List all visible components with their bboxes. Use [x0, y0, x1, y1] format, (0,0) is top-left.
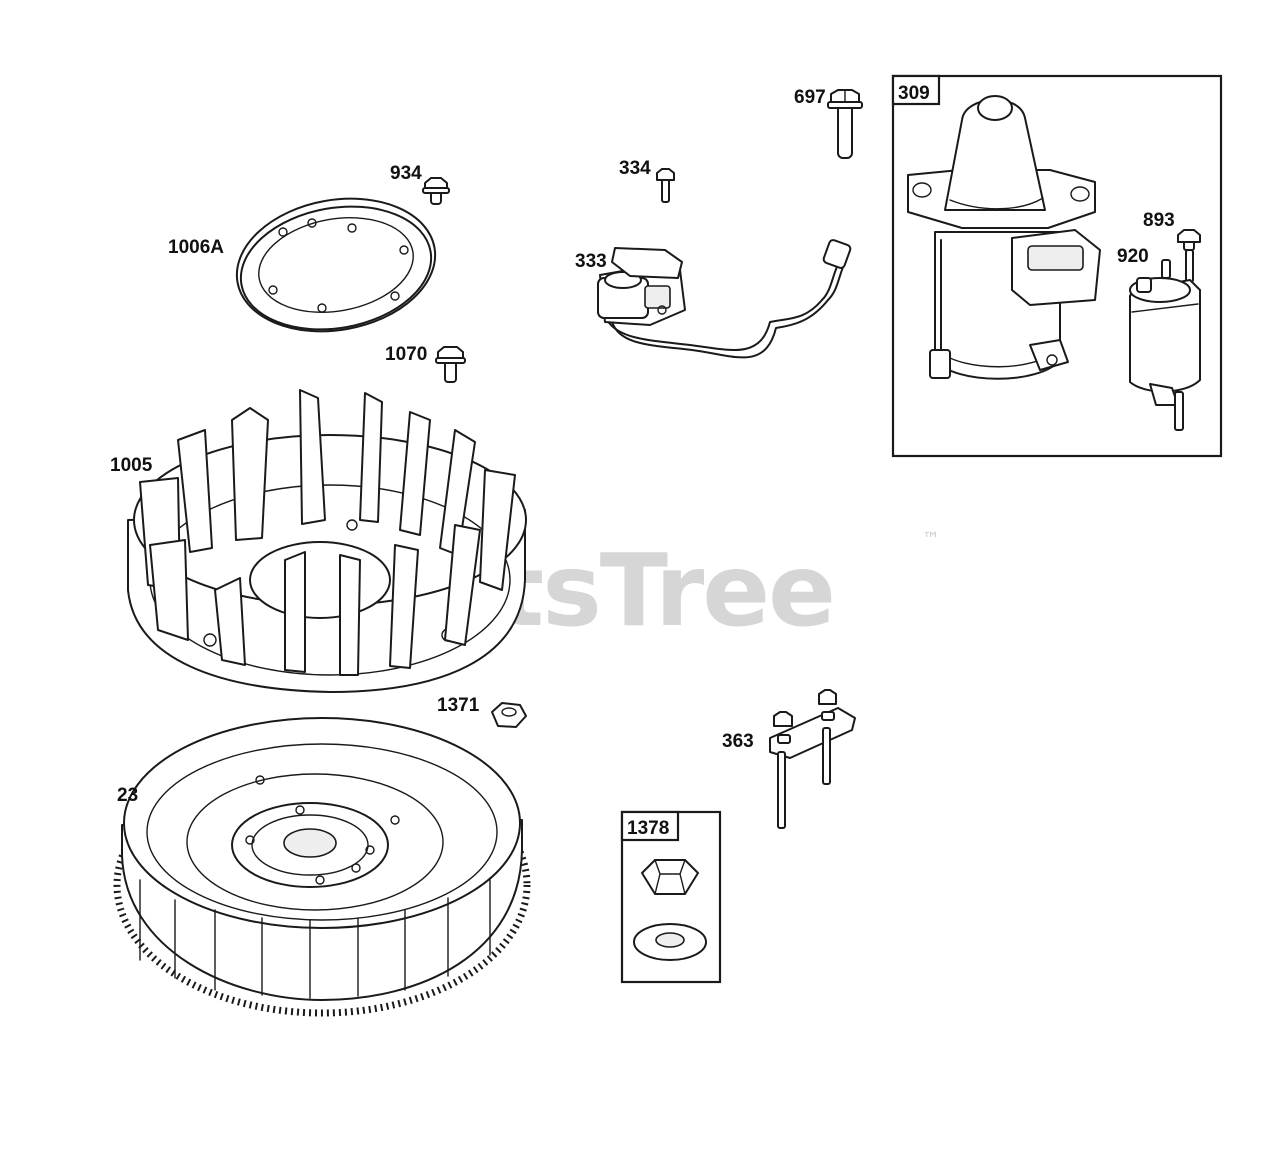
fan-1005-icon[interactable] — [127, 389, 527, 693]
callout-934[interactable]: 934 — [390, 163, 422, 184]
callout-893[interactable]: 893 — [1143, 210, 1175, 231]
callout-920[interactable]: 920 — [1117, 246, 1149, 267]
bolt-893-icon[interactable] — [1177, 229, 1201, 251]
nut-1371-icon[interactable] — [491, 702, 527, 728]
callout-1371[interactable]: 1371 — [437, 695, 480, 716]
coil-333-icon[interactable] — [597, 239, 852, 359]
flywheel-23-icon[interactable] — [113, 717, 531, 1017]
bolt-334-icon[interactable] — [656, 168, 675, 203]
nut-washer-box-tag — [620, 810, 680, 842]
callout-1070[interactable]: 1070 — [385, 344, 427, 365]
starter-box-tag — [891, 74, 941, 106]
bolt-697-icon[interactable] — [827, 89, 863, 159]
plate-1006a-icon[interactable] — [226, 184, 446, 347]
nut-1378-icon[interactable] — [641, 859, 699, 895]
callout-309[interactable]: 309 — [898, 83, 930, 104]
callout-363[interactable]: 363 — [722, 731, 754, 752]
bracket-363-icon[interactable] — [769, 689, 856, 829]
callout-334[interactable]: 334 — [619, 158, 651, 179]
callout-1005[interactable]: 1005 — [110, 455, 153, 476]
callout-1006a[interactable]: 1006A — [168, 237, 224, 258]
callout-697[interactable]: 697 — [794, 87, 826, 108]
callout-333[interactable]: 333 — [575, 251, 607, 272]
solenoid-920-icon[interactable] — [1129, 249, 1201, 431]
starter-motor-309-icon[interactable] — [907, 95, 1101, 380]
callout-1378[interactable]: 1378 — [627, 818, 669, 839]
bolt-934-icon[interactable] — [422, 177, 450, 205]
watermark-trademark: ™ — [922, 529, 940, 550]
bolt-1070-icon[interactable] — [435, 346, 466, 383]
callout-23[interactable]: 23 — [117, 785, 138, 806]
washer-1378-icon[interactable] — [633, 923, 707, 961]
